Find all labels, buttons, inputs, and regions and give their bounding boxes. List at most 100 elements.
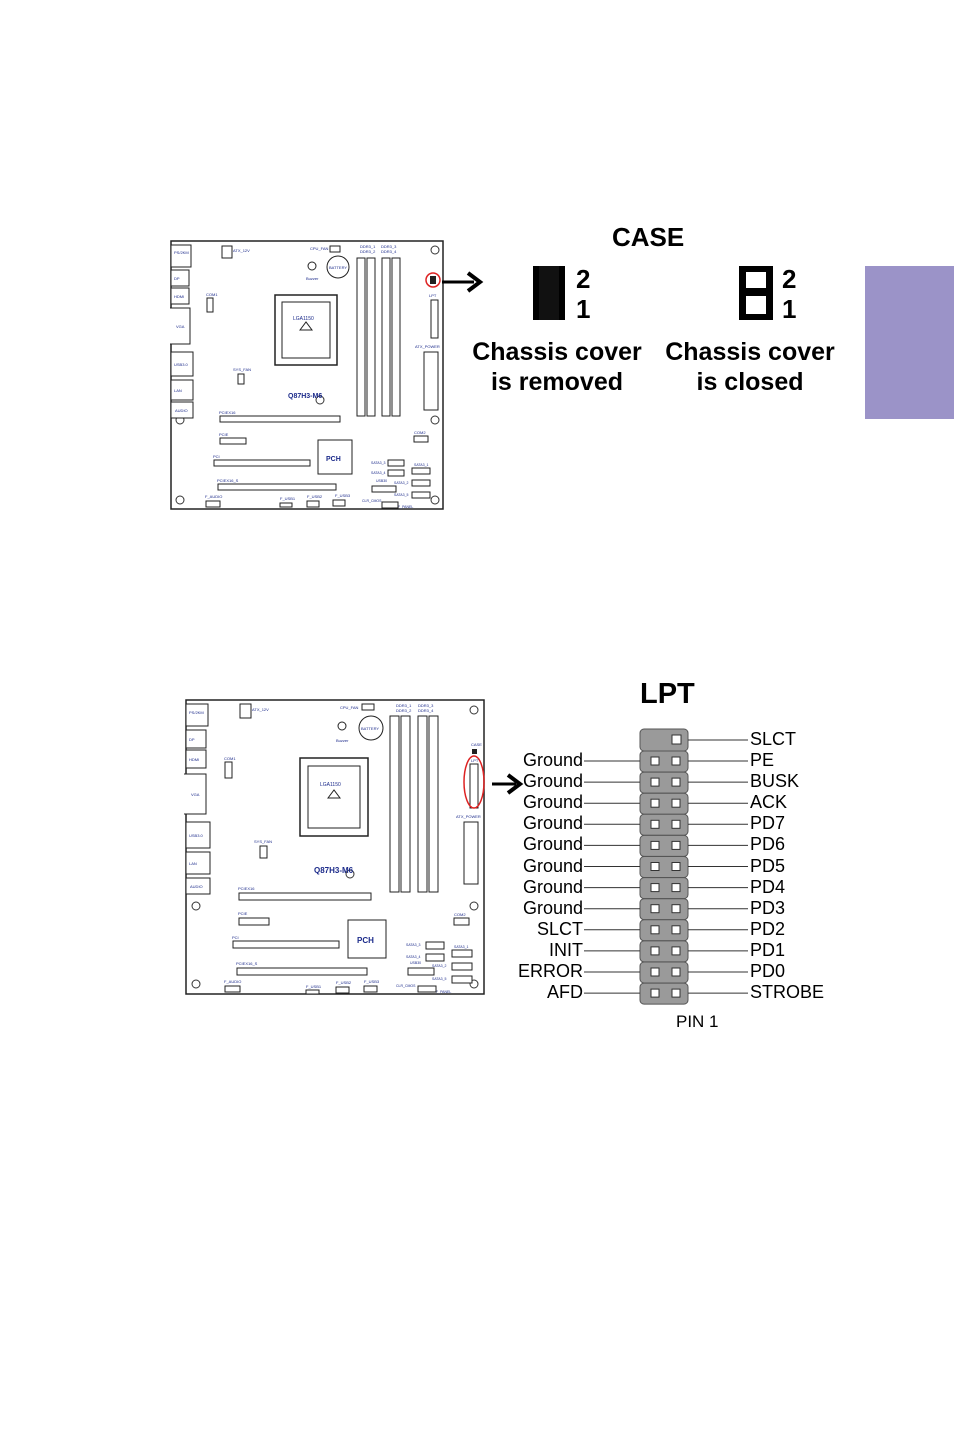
lpt-highlight (463, 755, 485, 809)
lpt-pin (671, 756, 681, 766)
lpt-pin (671, 946, 681, 956)
usb30-label: USB30 (376, 479, 387, 483)
f-audio-label-2: F_AUDIO (224, 979, 241, 984)
lpt-pin-row (639, 982, 689, 1005)
f-usb3-label: F_USB3 (335, 493, 351, 498)
lpt-pin-label-right: PD2 (750, 918, 786, 939)
ddr3-2-label-2: DDR3_2 (396, 708, 412, 713)
lpt-pin-label-left: ERROR (517, 961, 583, 981)
vga-label: VGA (176, 324, 185, 329)
lpt-pin-label-left: Ground (522, 834, 583, 855)
socket-label: LGA1150 (293, 316, 314, 322)
f-usb2-label-2: F_USB2 (336, 980, 352, 985)
f-usb1-label: F_USB1 (280, 496, 296, 501)
battery-label: BATTERY (329, 265, 347, 270)
lpt-pin (671, 904, 681, 914)
jumper-removed-icon (533, 266, 565, 320)
lpt-pin (650, 798, 660, 808)
ddr3-3-label: DDR3_3 (381, 244, 397, 249)
lpt-pin-label-left: Ground (522, 792, 583, 813)
motherboard-layout: PS/2KM DP HDMI VGA USB3.0 LAN AUDIO ATX_… (170, 240, 444, 510)
sata3-3-label-2: SATA3_3 (406, 943, 421, 947)
clr-cmos-label-2: CLR_CMOS (396, 984, 416, 988)
pciex16-s-label: PCIEX16_S (217, 478, 239, 483)
lpt-pin-label-right: STROBE (750, 982, 825, 1003)
lpt-pin (650, 967, 660, 977)
lpt-label-2: LPT (471, 758, 479, 763)
sys-fan-label: SYS_FAN (233, 367, 251, 372)
pcie-label-2: PCIE (238, 911, 248, 916)
lpt-pin-row (639, 750, 689, 773)
model-label-2: Q87H3-M6 (314, 866, 354, 875)
removed-caption: Chassis cover is removed (472, 338, 642, 396)
lpt-pin (650, 946, 660, 956)
usb30-label-2: USB30 (410, 961, 421, 965)
lpt-pin-row (639, 898, 689, 921)
lpt-pin (671, 988, 681, 998)
sata3-1-label: SATA3_1 (414, 463, 429, 467)
atx-power-label-2: ATX_POWER (456, 814, 481, 819)
jumper-closed-icon (739, 266, 773, 320)
lpt-pin (650, 777, 660, 787)
lpt-pin-row (639, 792, 689, 815)
lpt-pin-label-right: PD6 (750, 834, 786, 855)
ddr3-4-label-2: DDR3_4 (418, 708, 434, 713)
lpt-pin-label-right: PD4 (750, 876, 786, 897)
f-usb1-label-2: F_USB1 (306, 984, 322, 989)
lpt-pin (650, 756, 660, 766)
pcie-label: PCIE (219, 432, 229, 437)
lpt-pin-label-left: Ground (522, 897, 583, 918)
dp-label: DP (174, 276, 180, 281)
lpt-pin-label-right: ACK (750, 792, 788, 813)
case-title: CASE (612, 222, 685, 252)
lan-label-2: LAN (189, 861, 197, 866)
sata3-4-label-2: SATA3_4 (406, 955, 421, 959)
lpt-pin-label-right: PD5 (750, 855, 786, 876)
lpt-pin-row (639, 856, 689, 878)
lpt-pin (671, 967, 681, 977)
f-usb2-label: F_USB2 (307, 494, 323, 499)
sata3-2-label-2: SATA3_2 (432, 964, 447, 968)
lpt-pin-row (639, 877, 689, 900)
lpt-pin-row (639, 961, 689, 984)
sata3-4-label: SATA3_4 (371, 471, 386, 475)
ddr3-4-label: DDR3_4 (381, 249, 397, 254)
dp-label-2: DP (189, 737, 195, 742)
lpt-pin (650, 819, 660, 829)
lpt-pin (671, 777, 681, 787)
lpt-pin-label-left: INIT (549, 939, 583, 960)
chapter-tab (865, 266, 954, 419)
closed-pin-2: 2 (782, 264, 797, 294)
removed-pin-2: 2 (576, 264, 591, 294)
pci-label-2: PCI (232, 935, 239, 940)
socket-label-2: LGA1150 (320, 782, 341, 788)
vga-label-2: VGA (191, 792, 200, 797)
lpt-pin-label-left: Ground (522, 855, 583, 876)
com2-label: COM2 (414, 430, 426, 435)
lpt-pin (671, 862, 681, 871)
buzzer-label: Buzzer (306, 276, 319, 281)
lpt-pin-label-left: SLCT (536, 918, 583, 939)
lpt-pin-row (639, 919, 689, 942)
lpt-pin-label-right: PD1 (750, 939, 786, 960)
lpt-pin (671, 925, 681, 935)
sys-fan-label-2: SYS_FAN (254, 839, 272, 844)
atx12v-label-2: ATX_12V (252, 707, 269, 712)
case-highlight (425, 272, 441, 288)
cpu-fan-label: CPU_FAN (310, 246, 329, 251)
closed-caption: Chassis cover is closed (665, 338, 835, 396)
sata3-2-label: SATA3_2 (394, 481, 409, 485)
lpt-pin (671, 883, 681, 893)
motherboard-layout-2: PS/2KM DP HDMI VGA USB3.0 LAN AUDIO ATX_… (184, 699, 485, 995)
audio-label: AUDIO (175, 408, 188, 413)
lpt-pin (650, 840, 660, 850)
f-panel-label: F_PANEL (398, 505, 413, 509)
f-audio-label: F_AUDIO (205, 494, 222, 499)
ps2-label-2: PS/2KM (189, 710, 204, 715)
pciex16-label: PCIEX16 (219, 410, 236, 415)
com2-label-2: COM2 (454, 912, 466, 917)
motherboard-diagram-lpt: PS/2KM DP HDMI VGA USB3.0 LAN AUDIO ATX_… (184, 698, 488, 998)
lpt-pin (650, 904, 660, 914)
lpt-pin-label-right: PD0 (750, 961, 786, 981)
lpt-pin-row (639, 834, 689, 857)
